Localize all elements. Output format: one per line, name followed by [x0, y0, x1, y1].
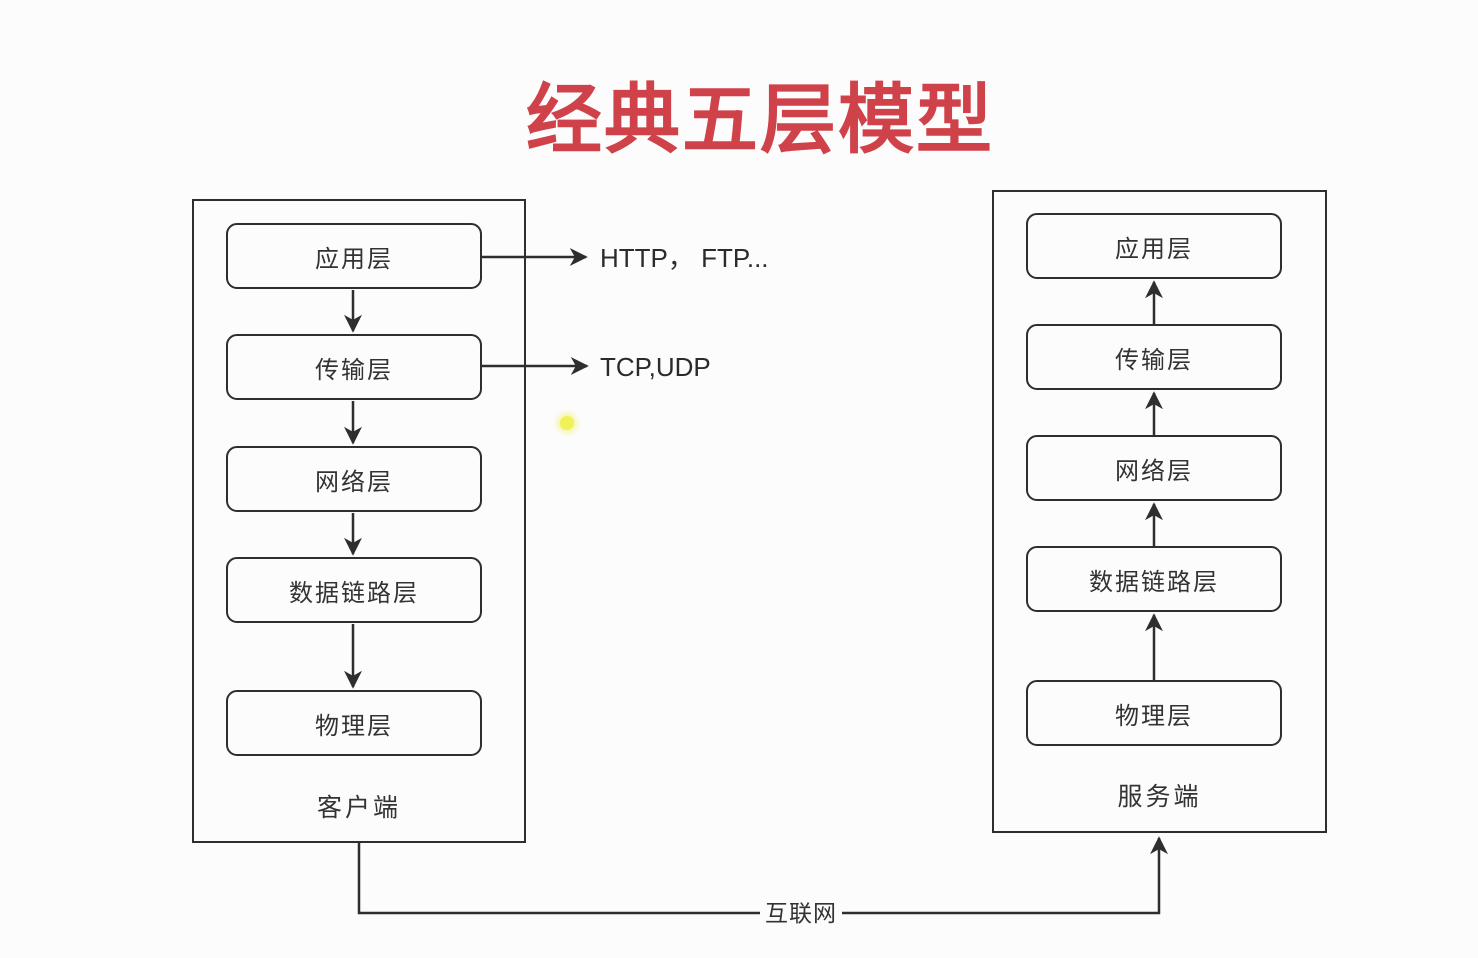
client-label: 客户端: [316, 794, 401, 822]
internet-connector-arrow: [357, 836, 1168, 915]
server-layer-application: 应用层: [1026, 213, 1282, 279]
pointer-highlight-dot: [560, 416, 574, 430]
diagram-title: 经典五层模型: [526, 78, 994, 163]
application-protocols-label: HTTP， FTP...: [600, 243, 769, 273]
client-container: 应用层 传输层 网络层 数据链路层 物理层 客户端: [192, 199, 526, 843]
server-layer-transport: 传输层: [1026, 324, 1282, 390]
server-label: 服务端: [1117, 783, 1202, 811]
client-layer-physical: 物理层: [226, 690, 482, 756]
server-container: 应用层 传输层 网络层 数据链路层 物理层 服务端: [992, 190, 1327, 833]
internet-label: 互联网: [760, 900, 842, 928]
client-layer-transport: 传输层: [226, 334, 482, 400]
client-layer-datalink: 数据链路层: [226, 557, 482, 623]
server-layer-datalink: 数据链路层: [1026, 546, 1282, 612]
server-layer-physical: 物理层: [1026, 680, 1282, 746]
server-layer-network: 网络层: [1026, 435, 1282, 501]
client-layer-network: 网络层: [226, 446, 482, 512]
client-layer-application: 应用层: [226, 223, 482, 289]
transport-protocols-label: TCP,UDP: [600, 352, 711, 382]
